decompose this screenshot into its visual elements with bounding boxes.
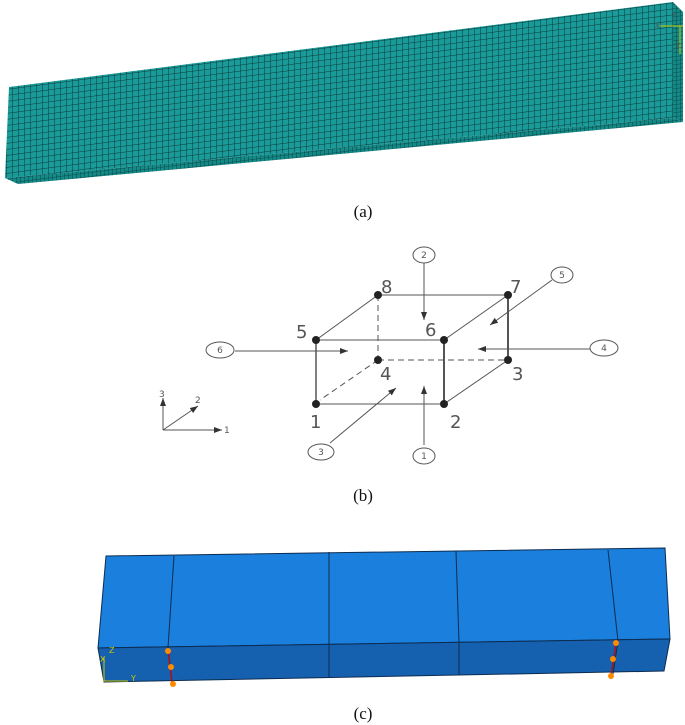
beam-top-face xyxy=(97,547,671,649)
caption-c: (c) xyxy=(353,704,373,723)
node-label: 7 xyxy=(510,277,521,298)
axis-triad-c xyxy=(103,657,128,682)
axis-label: X xyxy=(655,22,660,30)
panel-c-beam-model xyxy=(97,547,671,684)
axis-label: Z xyxy=(109,646,115,655)
axis-label: Z xyxy=(676,42,681,50)
face-circles xyxy=(205,246,619,465)
node-label: 1 xyxy=(310,412,321,433)
axis-label: Y xyxy=(671,12,677,20)
face-label: 1 xyxy=(421,452,427,462)
axis-label: X xyxy=(100,655,106,664)
face-label: 3 xyxy=(318,448,324,458)
face-labels: 6 2 5 4 3 1 xyxy=(217,251,607,462)
face-label: 6 xyxy=(217,346,223,356)
node-label: 5 xyxy=(296,322,307,343)
node-label: 3 xyxy=(512,364,523,385)
node-label: 4 xyxy=(380,364,391,385)
axis-labels-b: 1 2 3 xyxy=(159,390,230,436)
constraint-markers xyxy=(165,640,619,687)
node-label: 6 xyxy=(425,320,436,341)
beam-front-face xyxy=(5,2,673,178)
axis-label: 1 xyxy=(224,426,230,436)
node-label: 8 xyxy=(381,277,392,298)
axis-label: Y xyxy=(130,674,136,683)
axis-label: 3 xyxy=(159,390,165,400)
caption-a: (a) xyxy=(353,202,373,221)
node-label: 2 xyxy=(450,412,461,433)
nodes xyxy=(312,291,512,408)
axis-labels-c: Z X Y xyxy=(100,646,136,683)
panel-a-mesh-beam: Y X Z xyxy=(5,2,683,184)
beam-side-face xyxy=(97,638,671,683)
caption-b: (b) xyxy=(353,486,373,505)
face-label: 5 xyxy=(559,271,565,281)
node-labels: 1 2 3 4 5 6 7 8 xyxy=(296,277,523,433)
axis-triad-a xyxy=(660,25,683,54)
face-label: 4 xyxy=(601,344,607,354)
axis-label: 2 xyxy=(195,396,201,406)
beam-bottom-face xyxy=(5,118,683,184)
face-label: 2 xyxy=(421,251,427,261)
beam-end-face xyxy=(673,2,683,122)
